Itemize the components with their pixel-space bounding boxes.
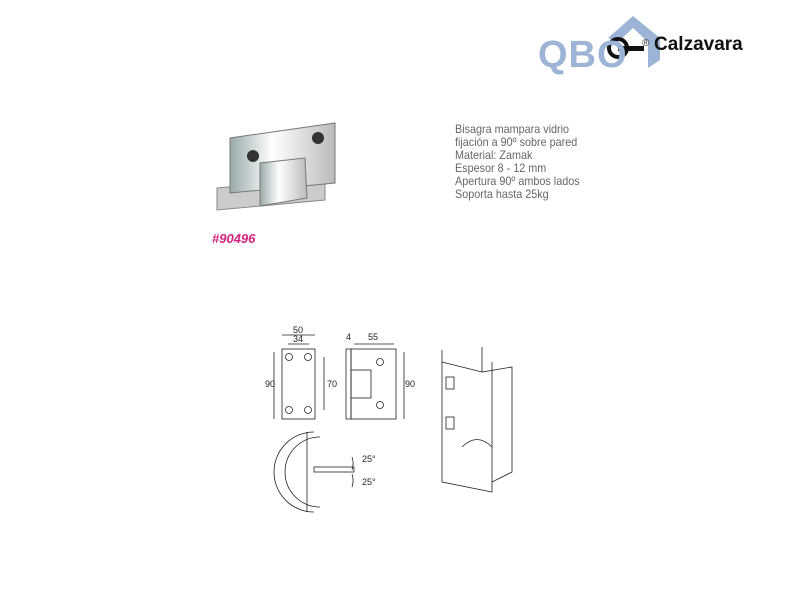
desc-line: Espesor 8 - 12 mm [455, 161, 547, 175]
swing-view-drawing [273, 431, 355, 513]
desc-line: Bisagra mampara vidrio [455, 122, 570, 136]
logo-brand-text: Calzavara [654, 34, 743, 55]
desc-line: Apertura 90º ambos lados [455, 174, 580, 188]
desc-line: fijación a 90º sobre pared [455, 135, 578, 149]
angle-up-label: 25° [362, 454, 376, 464]
logo-qbo-text: QBO [538, 34, 628, 76]
side-view-drawing [345, 343, 405, 420]
desc-line: Soporta hasta 25kg [455, 187, 549, 201]
dim-front-width-outer: 50 [293, 325, 303, 335]
dim-front-height-inner: 70 [327, 379, 337, 389]
dim-side-height: 90 [405, 379, 415, 389]
desc-line: Material: Zamak [455, 148, 533, 162]
qbo-calzavara-logo: QBO ® Calzavara [536, 8, 766, 76]
dim-side-thickness: 4 [346, 332, 351, 342]
installation-view-drawing [441, 347, 513, 493]
technical-drawings: 50 34 90 70 4 55 90 25° 25° [265, 325, 513, 513]
angle-down-label: 25° [362, 477, 376, 487]
product-photo [215, 118, 345, 223]
product-description: Bisagra mampara vidrio fijación a 90º so… [455, 123, 580, 201]
dim-front-height-outer: 90 [265, 379, 275, 389]
logo-emblem-icon [607, 16, 660, 68]
dim-side-depth: 55 [368, 332, 378, 342]
front-view-drawing [273, 334, 325, 420]
logo-registered-mark: ® [642, 38, 650, 49]
dim-front-width-inner: 34 [293, 334, 303, 344]
product-code: #90496 [212, 231, 256, 246]
